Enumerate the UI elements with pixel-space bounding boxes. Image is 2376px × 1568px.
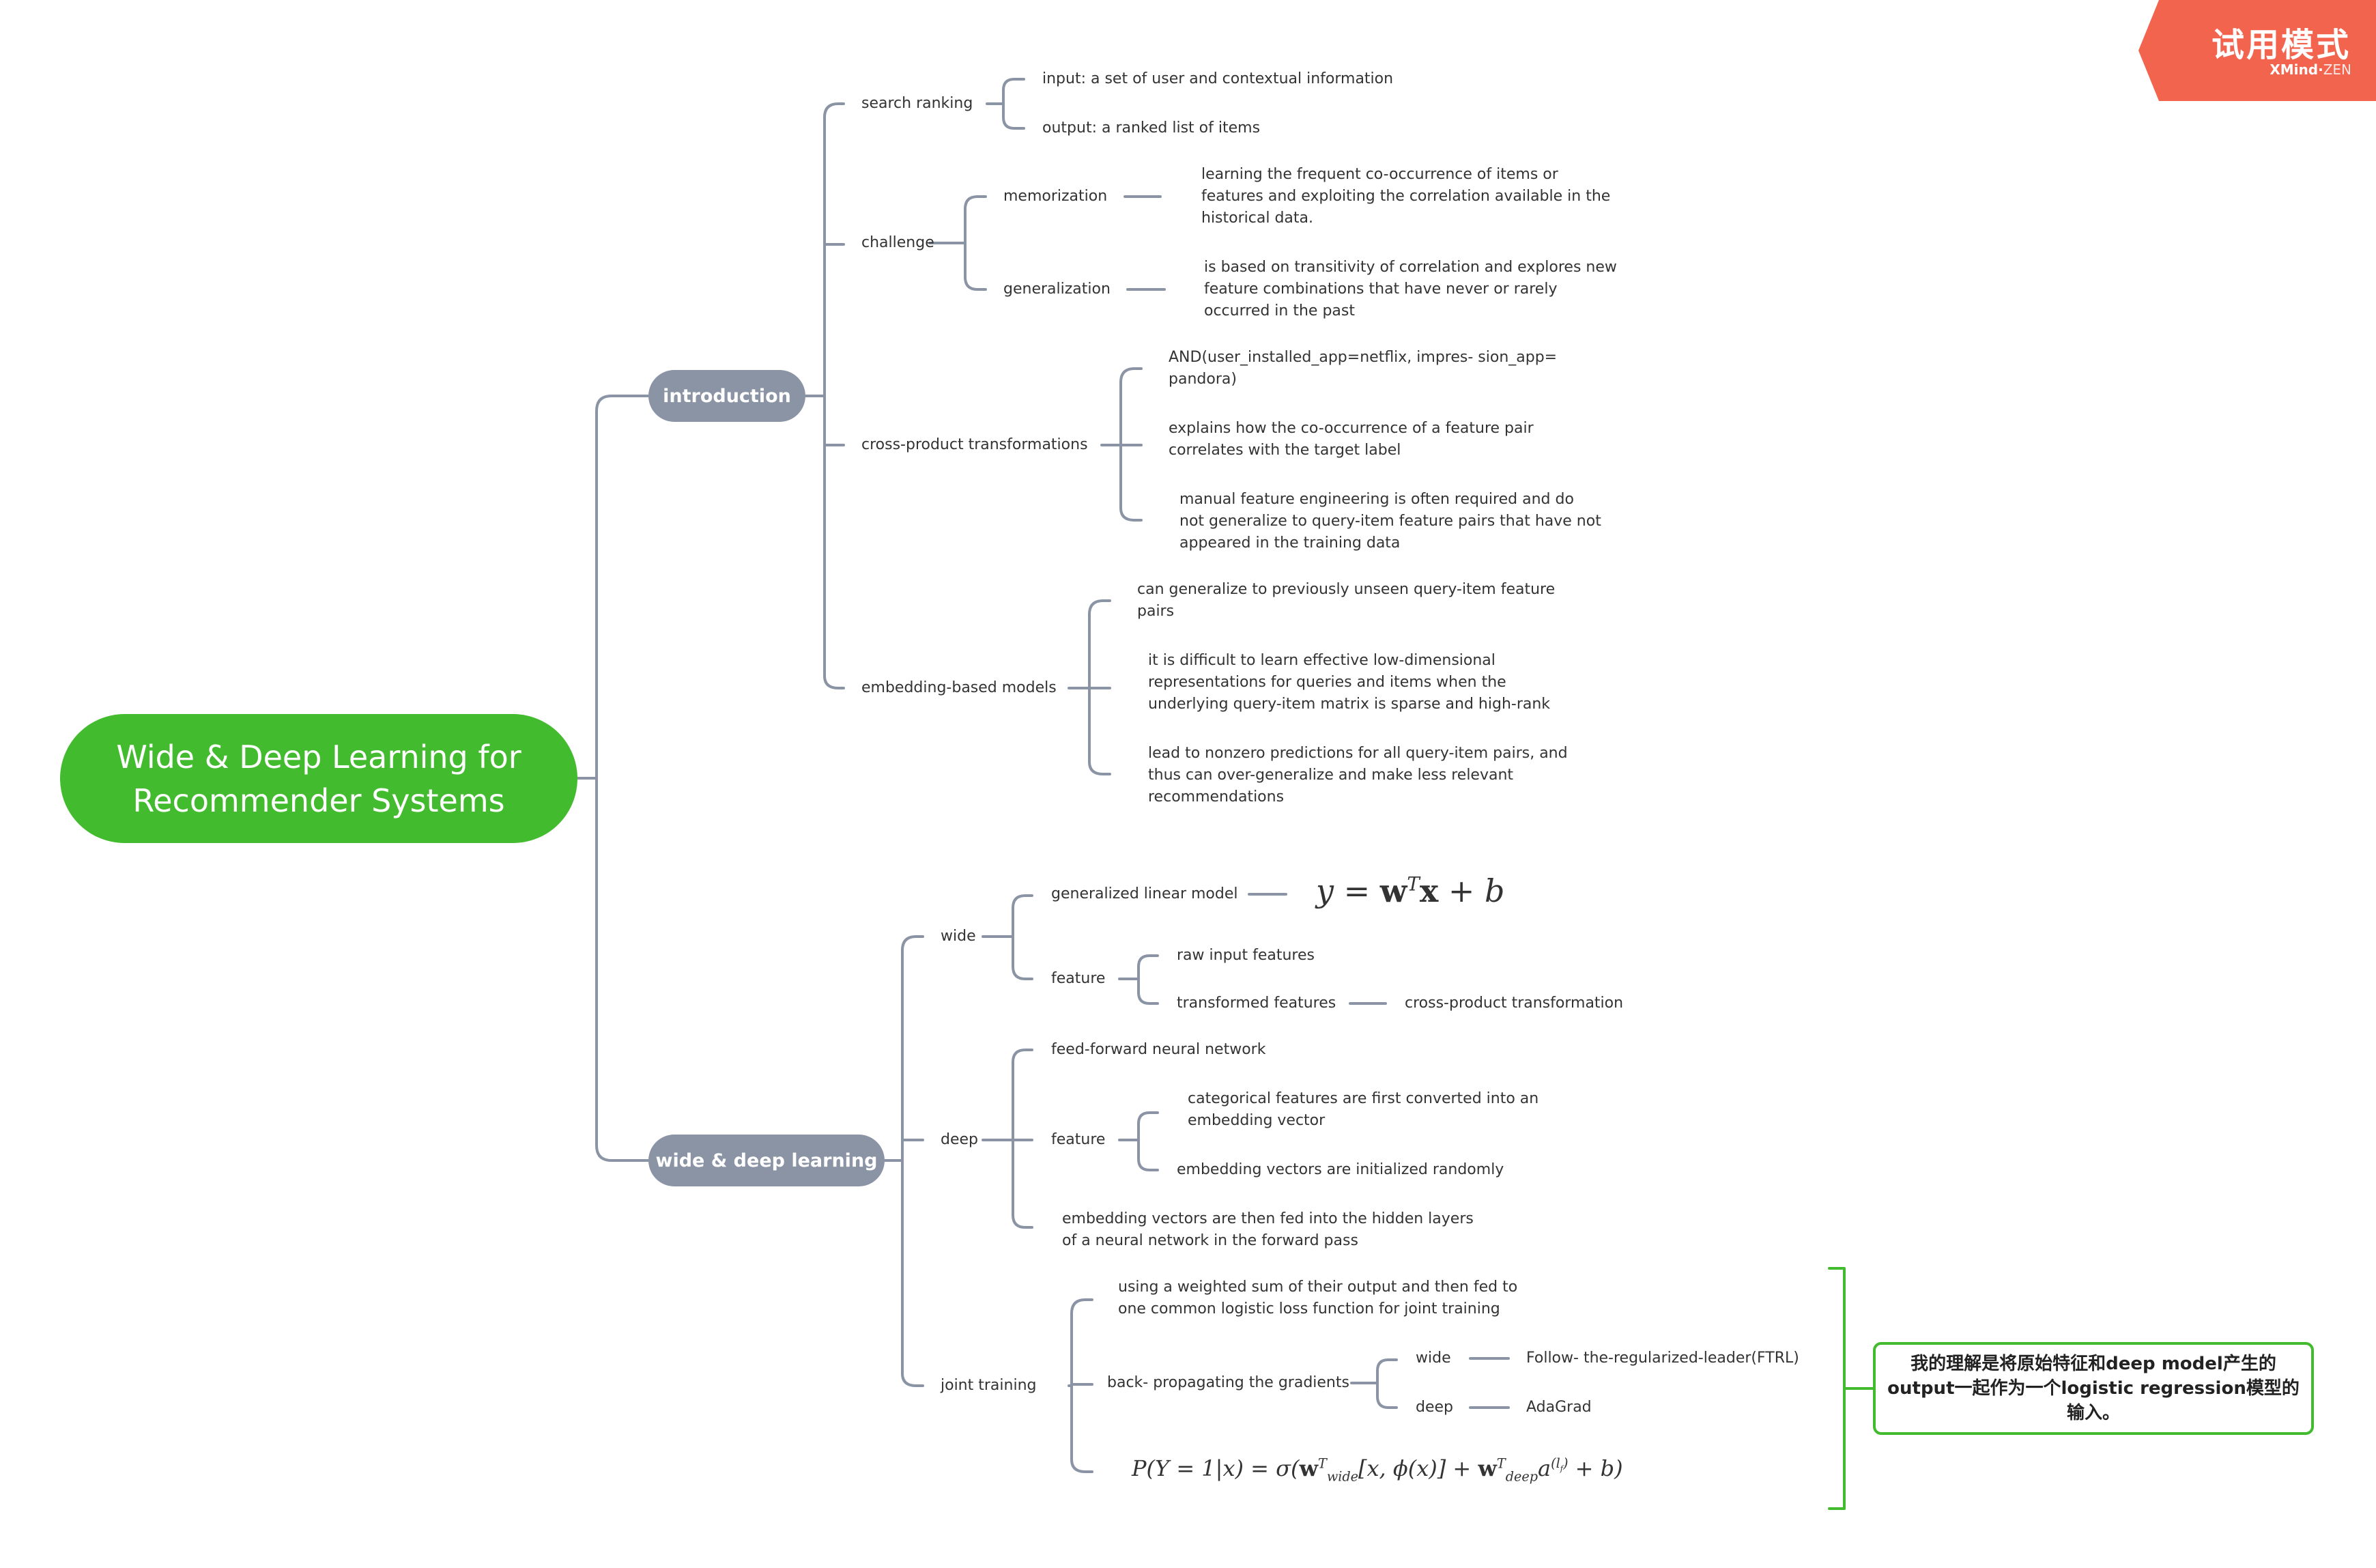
node-memorization[interactable]: memorization [1003, 188, 1108, 205]
node-cross-product[interactable]: cross-product transformations [861, 436, 1088, 453]
node-embedding-difficult[interactable]: it is difficult to learn effective low-d… [1148, 652, 1551, 713]
node-ftrl[interactable]: Follow- the-regularized-leader(FTRL) [1526, 1350, 1799, 1367]
node-backprop[interactable]: back- propagating the gradients [1107, 1374, 1349, 1391]
node-categorical-features[interactable]: categorical features are first converted… [1188, 1090, 1539, 1129]
badge-shape [2138, 0, 2376, 101]
node-embedding-fed[interactable]: embedding vectors are then fed into the … [1062, 1210, 1474, 1249]
node-embedding-overgeneralize[interactable]: lead to nonzero predictions for all quer… [1148, 745, 1568, 806]
brand-label: XMind·ZEN [2270, 61, 2351, 78]
node-adagrad[interactable]: AdaGrad [1526, 1399, 1592, 1416]
summary-callout[interactable]: 我的理解是将原始特征和deep model产生的output一起作为一个logi… [1873, 1342, 2314, 1435]
trial-mode-label: 试用模式 [2212, 26, 2351, 64]
formula-linear-model: y = wTx + b [1316, 872, 1505, 909]
node-search-ranking[interactable]: search ranking [861, 95, 973, 112]
node-joint-deep[interactable]: deep [1416, 1399, 1453, 1416]
node-search-input[interactable]: input: a set of user and contextual info… [1042, 70, 1394, 87]
root-title-line1: Wide & Deep Learning for [116, 738, 521, 775]
node-embedding-models[interactable]: embedding-based models [861, 679, 1057, 696]
node-joint-wide[interactable]: wide [1416, 1350, 1451, 1367]
node-feed-forward[interactable]: feed-forward neural network [1051, 1041, 1266, 1058]
topic-introduction[interactable]: introduction [648, 370, 805, 422]
node-challenge[interactable]: challenge [861, 234, 934, 251]
formula-joint-model: P(Y = 1|x) = σ(wTwide[x, ϕ(x)] + wTdeepa… [1132, 1455, 1623, 1485]
node-deep-feature[interactable]: feature [1051, 1131, 1106, 1148]
node-generalization-desc[interactable]: is based on transitivity of correlation … [1204, 259, 1617, 319]
root-title-line2: Recommender Systems [132, 782, 505, 819]
node-memorization-desc[interactable]: learning the frequent co-occurrence of i… [1201, 166, 1611, 227]
node-wide[interactable]: wide [941, 928, 976, 945]
node-joint-training[interactable]: joint training [941, 1377, 1037, 1394]
node-embedding-random-init[interactable]: embedding vectors are initialized random… [1177, 1161, 1504, 1178]
node-generalization[interactable]: generalization [1003, 281, 1111, 298]
node-raw-input-features[interactable]: raw input features [1177, 947, 1315, 964]
node-weighted-sum[interactable]: using a weighted sum of their output and… [1118, 1279, 1518, 1317]
node-search-output[interactable]: output: a ranked list of items [1042, 119, 1261, 137]
node-deep[interactable]: deep [941, 1131, 978, 1148]
topic-wide-deep-learning[interactable]: wide & deep learning [648, 1135, 885, 1186]
node-cross-product-explains[interactable]: explains how the co-occurrence of a feat… [1169, 420, 1534, 459]
trial-mode-badge[interactable]: 试用模式 XMind·ZEN [2138, 0, 2376, 101]
node-cross-product-and[interactable]: AND(user_installed_app=netflix, impres- … [1169, 349, 1558, 388]
node-wide-feature[interactable]: feature [1051, 970, 1106, 987]
node-transformed-features[interactable]: transformed features [1177, 995, 1336, 1012]
node-embedding-generalize[interactable]: can generalize to previously unseen quer… [1137, 581, 1556, 620]
node-generalized-linear-model[interactable]: generalized linear model [1051, 885, 1238, 902]
node-cross-product-transformation[interactable]: cross-product transformation [1405, 995, 1624, 1012]
node-cross-product-manual[interactable]: manual feature engineering is often requ… [1179, 491, 1601, 552]
